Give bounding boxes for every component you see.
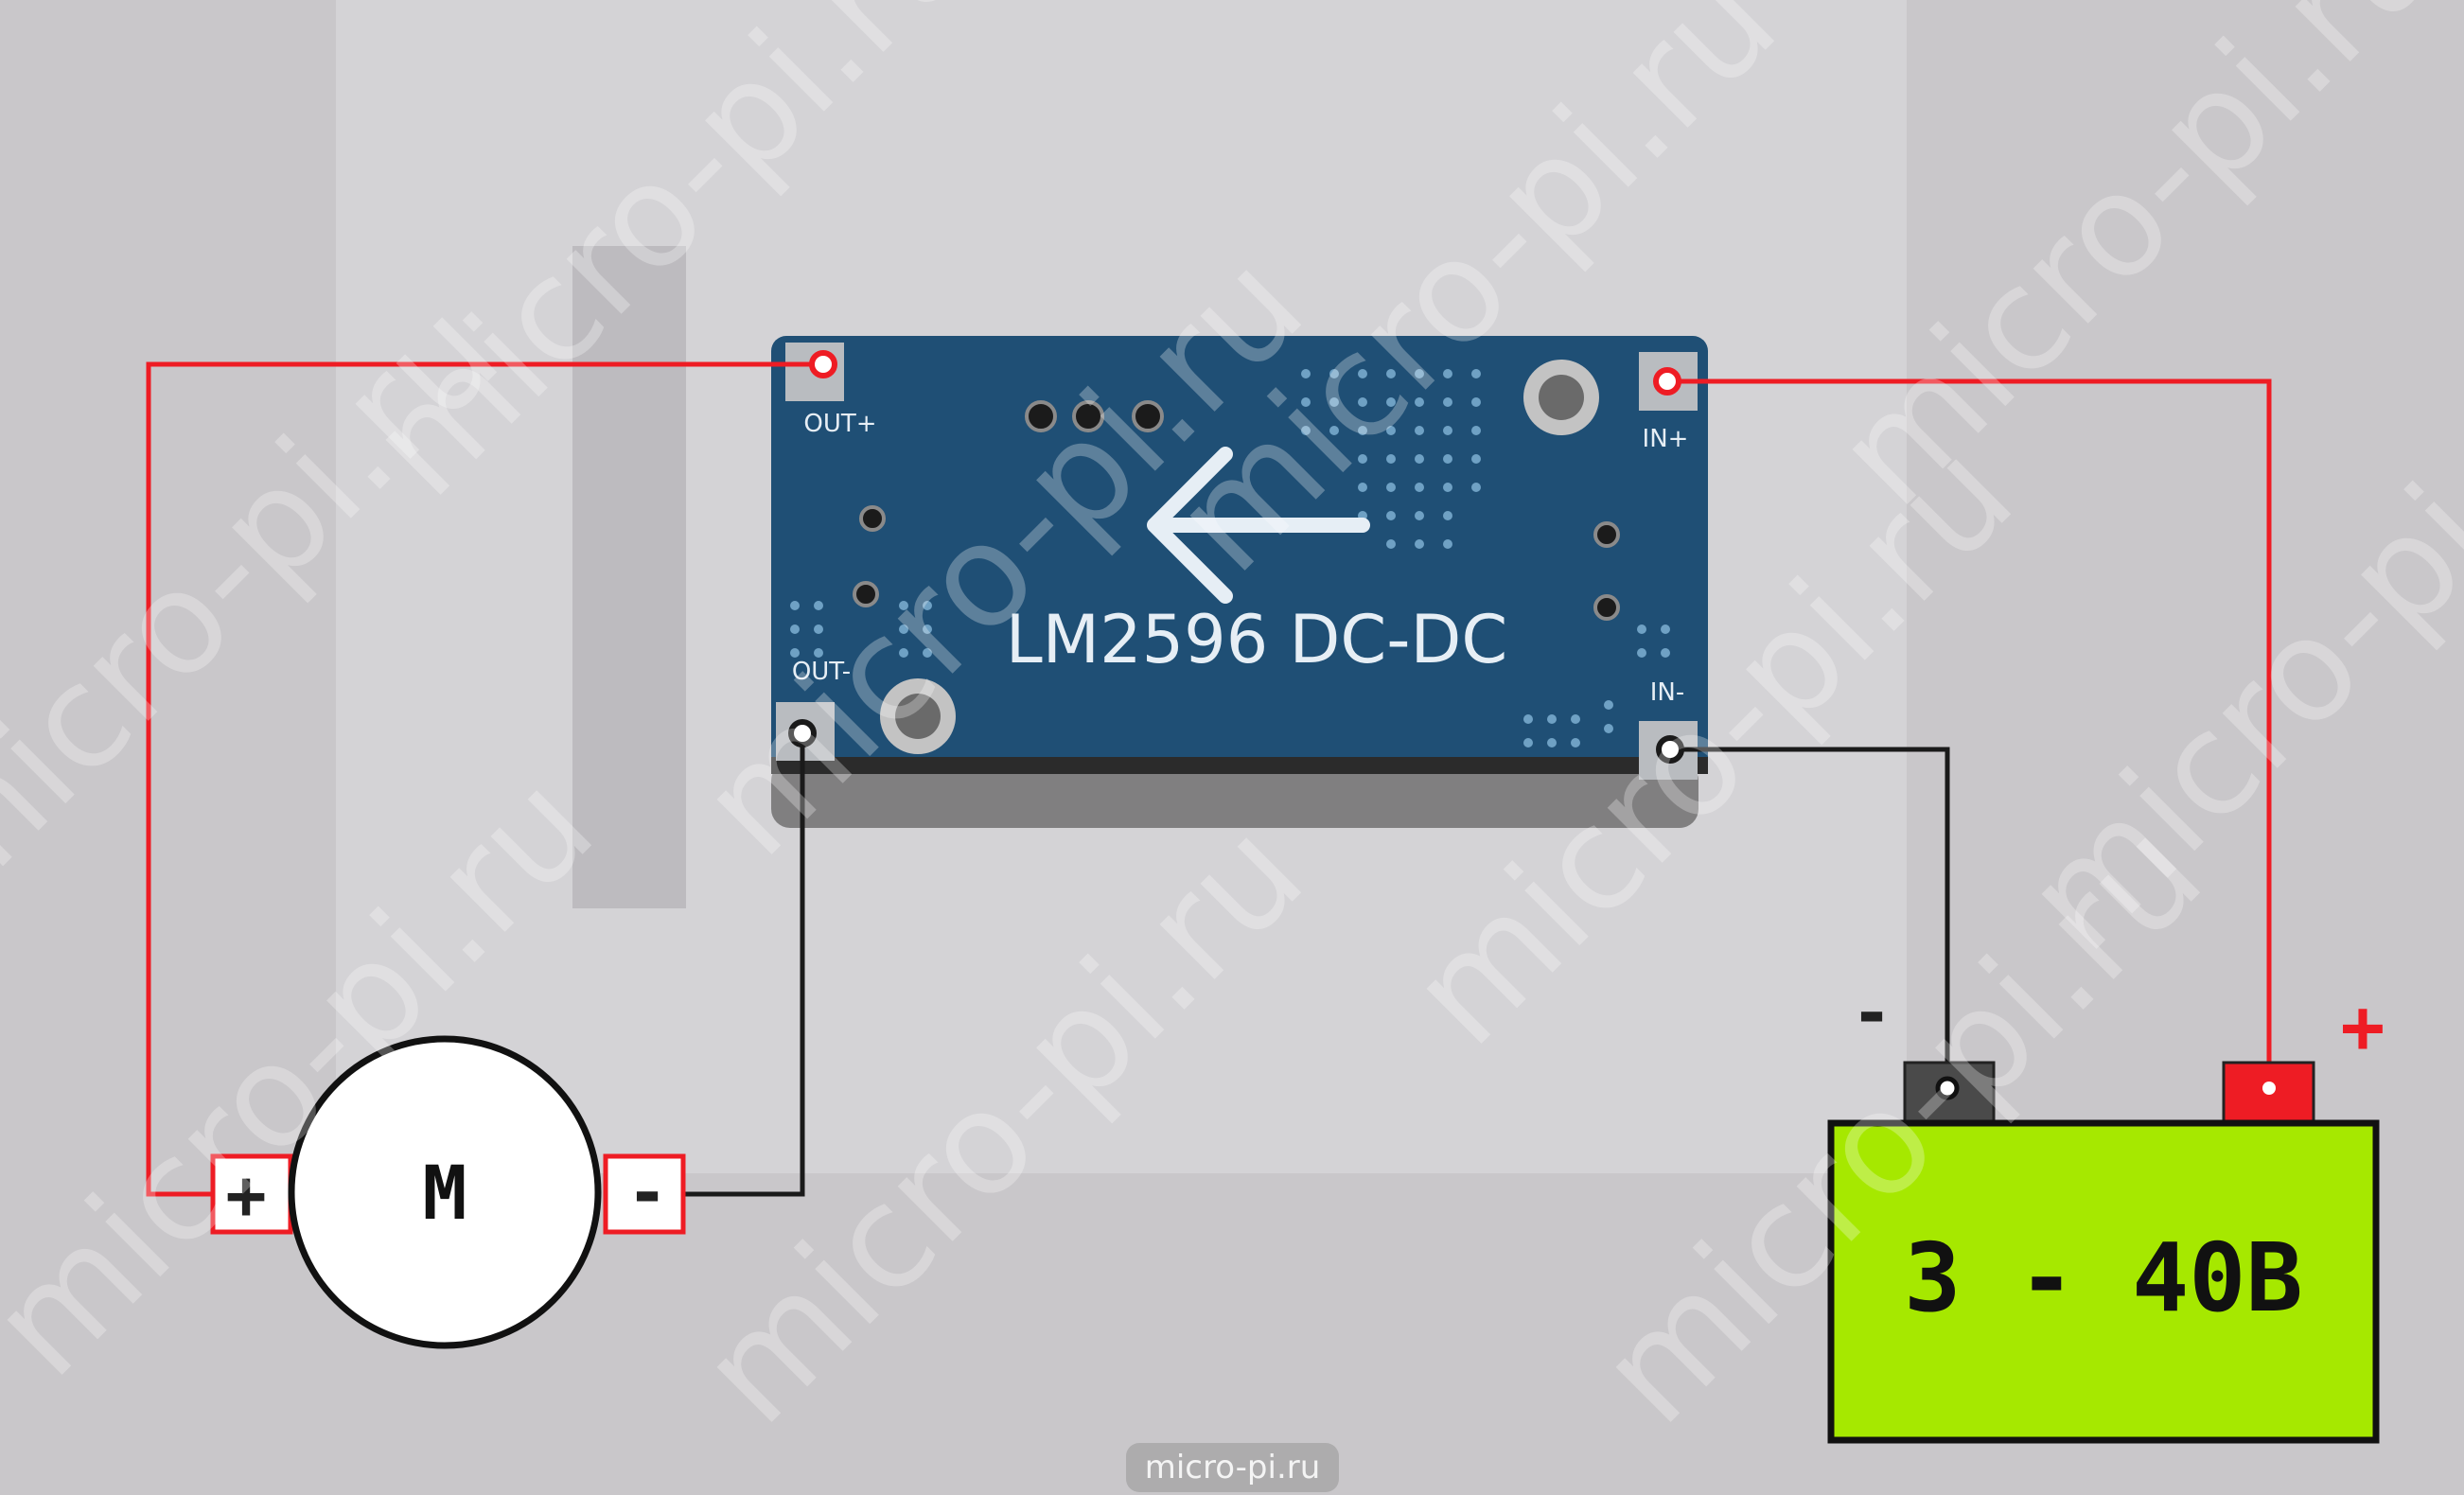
footer-watermark: micro-pi.ru: [1126, 1443, 1339, 1492]
wire-in-minus-to-battery: [1670, 747, 1950, 1088]
battery-terminal-negative-dot: [1935, 1076, 1960, 1100]
battery-terminal-positive: [2222, 1061, 2315, 1123]
node-in-plus: [1653, 367, 1681, 396]
motor-label: M: [423, 1152, 467, 1237]
via-cluster-left: [790, 601, 932, 658]
via-2: [1072, 400, 1104, 432]
motor: M + -: [210, 1035, 686, 1349]
node-in-minus: [1656, 735, 1684, 764]
battery-plus-sign: +: [2341, 985, 2385, 1070]
via-5: [853, 581, 879, 607]
pin-label-in-minus: IN-: [1650, 678, 1685, 707]
via-cluster-top: [1301, 369, 1481, 549]
board-edge: [771, 757, 1708, 774]
motor-minus-sign: -: [626, 1152, 667, 1232]
board-shadow: [771, 762, 1698, 828]
wire-out-minus-to-motor: [681, 733, 805, 1197]
direction-arrow-icon: [1147, 447, 1370, 604]
battery-minus-sign: -: [1851, 973, 1892, 1052]
via-6: [1593, 521, 1620, 548]
via-3: [1132, 400, 1164, 432]
battery: 3 - 40В - +: [1827, 973, 2385, 1444]
wire-out-plus-to-motor: [146, 361, 823, 1197]
pin-label-out-plus: OUT+: [803, 410, 876, 438]
photo-shadow-strip: [572, 246, 686, 908]
battery-voltage-label: 3 - 40В: [1904, 1222, 2302, 1333]
via-cluster-right: [1523, 624, 1670, 748]
motor-plus-sign: +: [225, 1155, 266, 1235]
node-out-minus: [788, 719, 817, 748]
battery-body: [1827, 1119, 2380, 1444]
lm2596-board: LM2596 DC-DC OUT+ OUT- IN+ IN-: [771, 336, 1708, 780]
via-1: [1025, 400, 1057, 432]
via-7: [1593, 594, 1620, 621]
pin-label-out-minus: OUT-: [792, 658, 851, 686]
board-title: LM2596 DC-DC: [1006, 601, 1508, 678]
motor-terminal-minus: [603, 1153, 686, 1235]
via-4: [859, 505, 886, 532]
wire-in-plus-to-battery: [1667, 378, 2272, 1088]
node-out-plus: [809, 350, 837, 378]
mounting-hole-bottom-left-inner: [895, 694, 941, 739]
motor-body: [288, 1035, 602, 1349]
pin-label-in-plus: IN+: [1643, 425, 1689, 453]
mounting-hole-top-right-inner: [1539, 375, 1584, 420]
board-pcb: [771, 336, 1708, 771]
battery-terminal-positive-dot: [2262, 1082, 2276, 1095]
